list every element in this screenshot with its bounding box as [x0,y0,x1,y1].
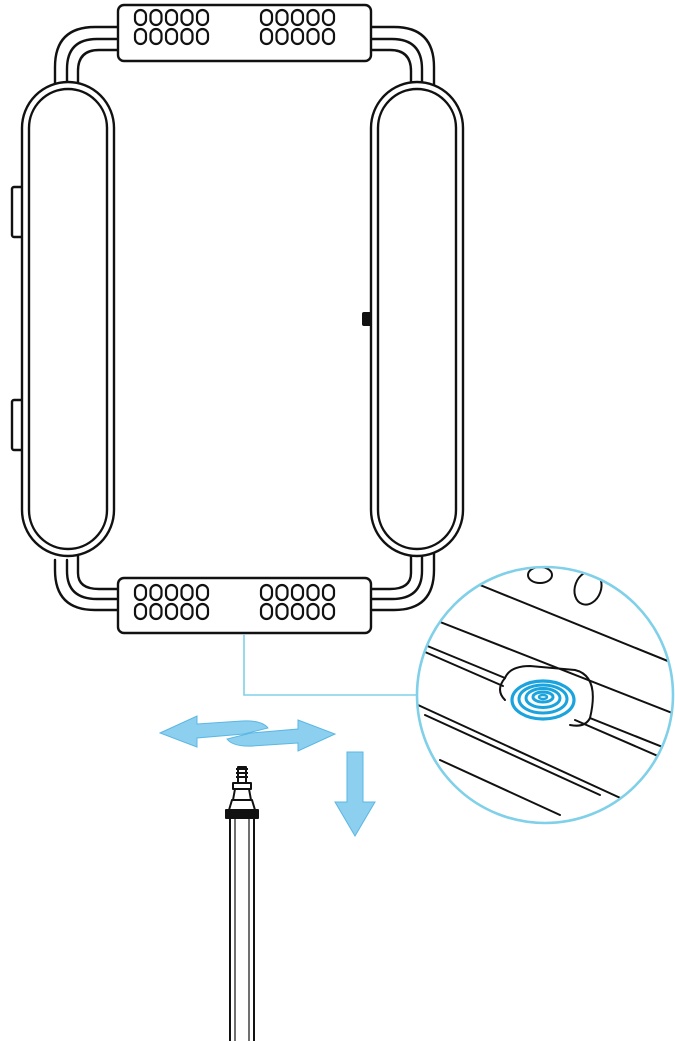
vent-slot [259,602,274,621]
rotate-arrows-icon [158,715,337,752]
top-vent-slots [133,8,336,46]
vent-slot [133,583,148,602]
vent-slot [321,27,336,46]
vent-slot [164,27,179,46]
vent-slot [306,583,320,602]
vent-slot [195,8,210,27]
indicator-light [362,312,372,326]
device-outline [10,3,465,635]
bottom-vent-slots [133,583,336,621]
left-pad [20,80,116,558]
vent-slot [275,27,289,46]
vent-slot [195,583,210,602]
vent-slot [306,27,320,46]
vent-slot [321,602,336,621]
vent-slot [149,583,163,602]
vent-slot [149,27,163,46]
magnified-callout [415,565,675,825]
callout-leader-line [243,634,418,696]
threaded-socket [510,679,576,721]
vent-slot [180,27,194,46]
vent-slot [259,27,274,46]
vent-slot [306,602,320,621]
vent-slot [195,602,210,621]
vent-slot [180,602,194,621]
vent-slot [259,8,274,27]
down-arrow-icon [334,751,376,837]
vent-slot [164,602,179,621]
vent-slot [164,583,179,602]
frame-rail-bottom-right [369,543,436,612]
vent-slot [133,602,148,621]
vent-slot [149,602,163,621]
vent-slot [306,8,320,27]
vent-slot [321,583,336,602]
vent-slot [321,8,336,27]
frame-rail-top-right [369,25,436,102]
vent-slot [259,583,274,602]
vent-slot [290,602,305,621]
vent-slot [290,8,305,27]
vent-slot [164,8,179,27]
vent-slot [149,8,163,27]
vent-slot [275,602,289,621]
vent-slot [290,27,305,46]
extension-pole [225,766,259,1041]
vent-slot [290,583,305,602]
pole-grip-band [225,809,259,819]
right-pad [369,80,465,558]
vent-slot [275,8,289,27]
frame-rail-top-left [53,25,120,88]
vent-slot [133,8,148,27]
vent-slot [275,583,289,602]
frame-rail-bottom-left [53,554,120,612]
vent-slot [180,583,194,602]
vent-slot [133,27,148,46]
vent-slot [195,27,210,46]
vent-slot [180,8,194,27]
